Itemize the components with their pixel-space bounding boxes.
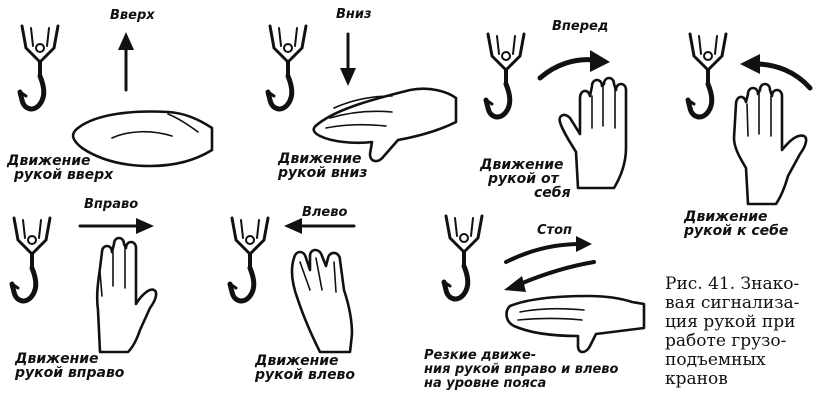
direction-label-down: Вниз: [336, 8, 372, 22]
signal-caption-right: Движение рукой вправо: [15, 352, 124, 380]
direction-label-left: Влево: [302, 206, 347, 220]
arrow-back-curved-icon: [740, 54, 810, 88]
signal-caption-down: Движение рукой вниз: [278, 152, 367, 180]
arrow-stop-right-icon: [506, 236, 592, 262]
signal-caption-away: Движение рукой от себя: [480, 158, 571, 200]
direction-label-right: Вправо: [84, 198, 138, 212]
crane-hook-icon: [230, 218, 268, 301]
arrow-forward-curved-icon: [540, 50, 610, 78]
hand-raised-palm-icon: [734, 84, 806, 204]
crane-hook-icon: [688, 34, 726, 117]
crane-hook-icon: [20, 26, 58, 109]
signal-caption-up: Движение рукой вверх: [7, 154, 113, 182]
arrow-up-icon: [118, 32, 134, 90]
hand-palm-down-flat-icon: [507, 296, 644, 352]
crane-hook-icon: [268, 26, 306, 109]
panel-toward: [688, 34, 810, 204]
signal-caption-toward: Движение рукой к себе: [684, 210, 788, 238]
direction-label-stop: Стоп: [537, 224, 572, 238]
crane-hook-icon: [12, 218, 50, 301]
panel-right: [12, 218, 156, 352]
panel-up: [20, 26, 212, 166]
figure-caption: Рис. 41. Знако- вая сигнализа- ция рукой…: [665, 275, 823, 389]
crane-hook-icon: [444, 216, 482, 299]
arrow-down-icon: [340, 34, 356, 86]
arrow-stop-left-icon: [504, 262, 594, 292]
direction-label-away: Вперед: [552, 20, 608, 34]
panel-down: [268, 26, 456, 161]
hand-raised-palm-icon: [97, 238, 156, 352]
signal-caption-left: Движение рукой влево: [255, 354, 355, 382]
panel-left: [230, 218, 354, 352]
signal-caption-stop: Резкие движе- ния рукой вправо и влево н…: [424, 349, 618, 391]
arrow-right-icon: [80, 218, 154, 234]
crane-hook-icon: [486, 34, 524, 117]
direction-label-up: Вверх: [110, 9, 155, 23]
arrow-left-icon: [284, 218, 354, 234]
